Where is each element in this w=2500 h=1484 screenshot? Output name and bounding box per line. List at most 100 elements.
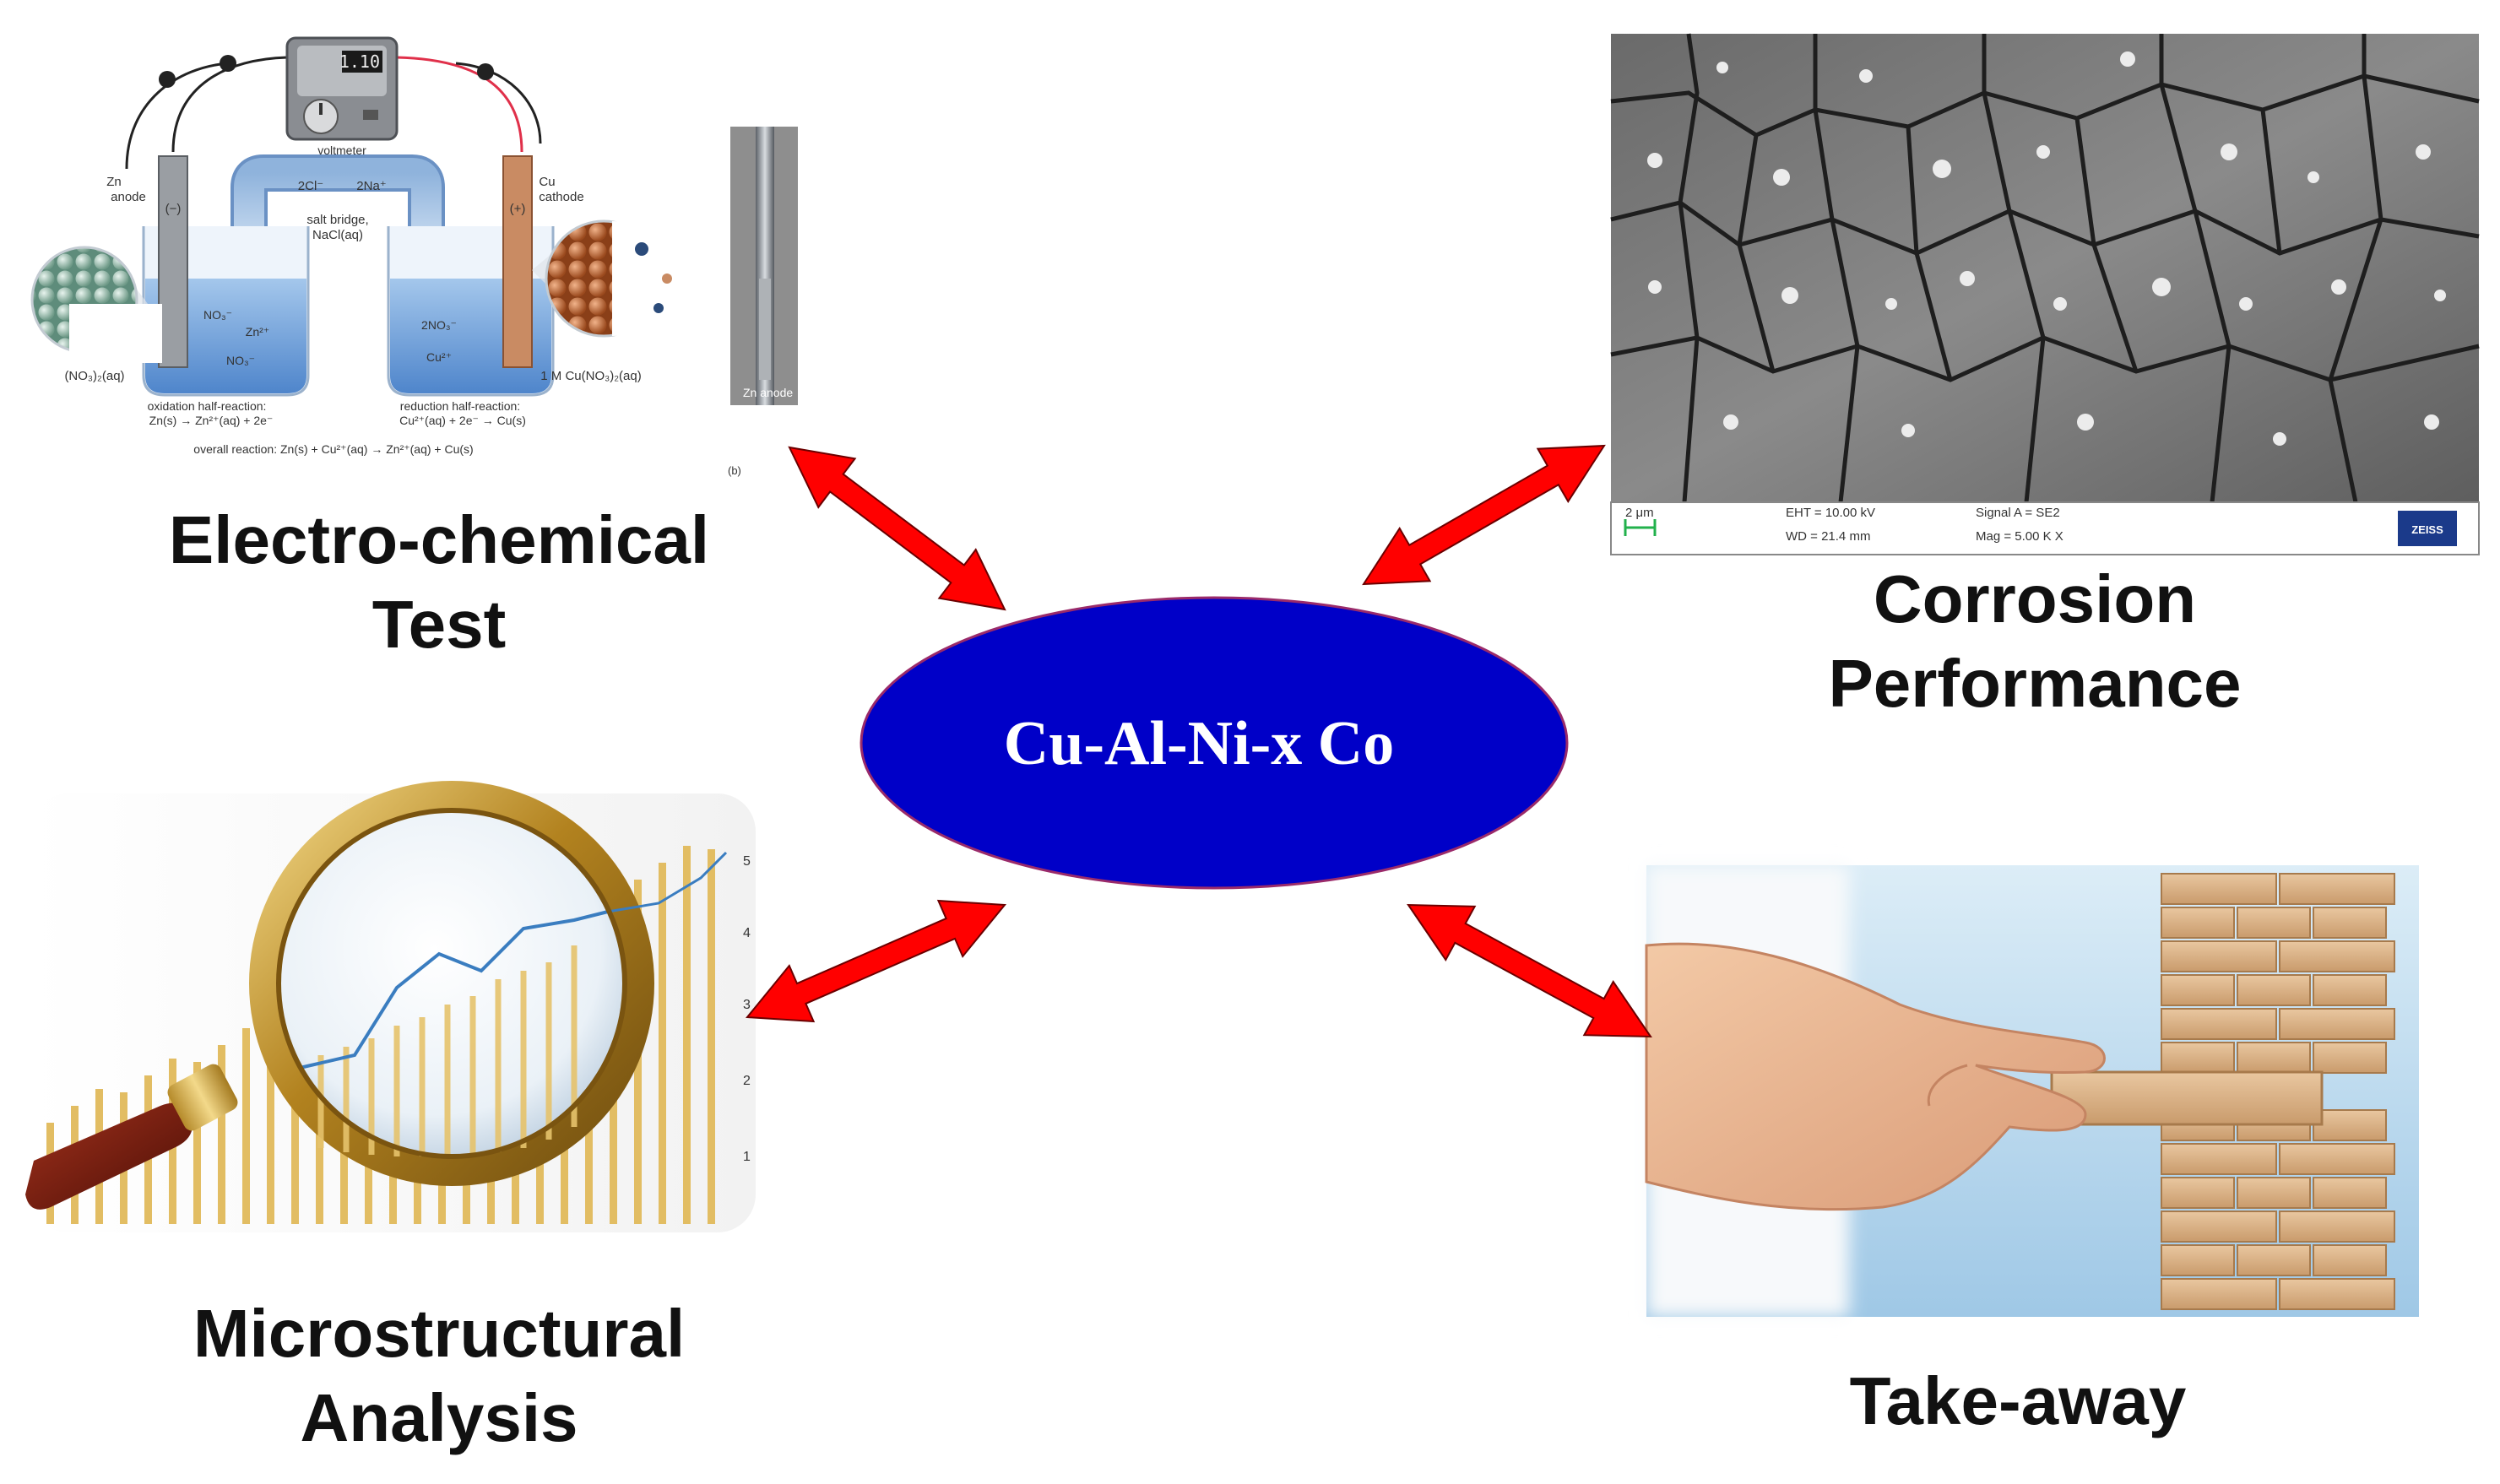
wire-left — [171, 56, 288, 153]
salt-bridge-label: salt bridge, — [306, 213, 368, 227]
svg-text:3: 3 — [743, 998, 751, 1012]
label-line: Electro-chemical — [168, 502, 710, 577]
photo-caption: Zn anode — [743, 386, 793, 399]
zeiss-logo-text: ZEISS — [2411, 523, 2443, 536]
left-solution-label: (NO₃)₂(aq) — [64, 369, 124, 383]
label-corrosion: Corrosion Performance — [1714, 557, 2356, 726]
arrow-corrosion — [1362, 444, 1606, 586]
jenga-block — [2161, 940, 2277, 972]
svg-text:5: 5 — [743, 854, 751, 869]
arrows — [745, 444, 1652, 1038]
background-bar — [218, 1045, 225, 1224]
reduction-equation: Cu²⁺(aq) + 2e⁻ → Cu(s) — [399, 414, 526, 427]
zn-anode-label: Zn — [106, 175, 122, 189]
sem-info-bar — [1610, 501, 2480, 555]
cu-cathode-label: Cu — [539, 175, 555, 189]
center-label: Cu-Al-Ni-x Co — [1004, 709, 1394, 778]
cu-cathode-label: cathode — [539, 190, 583, 204]
sem-scale-label: 2 μm — [1625, 506, 1654, 520]
electron-icon — [159, 71, 176, 88]
jenga-block — [2161, 974, 2235, 1006]
svg-text:2: 2 — [743, 1074, 751, 1088]
lens-trend-line — [299, 910, 609, 1070]
jenga-block — [2313, 1109, 2387, 1141]
jenga-block — [2279, 873, 2395, 905]
electron-icon — [220, 55, 236, 72]
sem-signal: Signal A = SE2 — [1976, 506, 2060, 520]
crack-network — [1610, 33, 2480, 503]
jenga-block — [2161, 873, 2277, 905]
background-bar — [242, 1028, 250, 1224]
jenga-block — [2313, 907, 2387, 939]
salt-bridge-label: NaCl(aq) — [312, 228, 363, 242]
jenga-block — [2161, 1278, 2277, 1310]
ion-label: NO₃⁻ — [226, 354, 255, 367]
salt-bridge-fill — [234, 158, 442, 355]
jenga-block — [2279, 1143, 2395, 1175]
label-line: Take-away — [1849, 1363, 2187, 1438]
cathode-sign: (+) — [510, 202, 526, 216]
jenga-block — [2279, 1210, 2395, 1243]
zn-anode-photo: Zn anode (b) — [728, 127, 798, 477]
jenga-block — [2313, 1042, 2387, 1074]
galvanic-cell-illustration: 1.10 voltmeter 2Cl⁻ 2Na⁺ salt bridge, Na… — [30, 36, 692, 456]
jenga-block — [2279, 940, 2395, 972]
panel-label: (b) — [728, 464, 741, 477]
oxidation-equation: Zn(s) → Zn²⁺(aq) + 2e⁻ — [149, 414, 274, 427]
label-line: Analysis — [300, 1380, 578, 1455]
label-microstructural: Microstructural Analysis — [101, 1292, 777, 1460]
jenga-block — [2279, 1278, 2395, 1310]
svg-text:4: 4 — [743, 926, 751, 940]
surface-particles — [1647, 51, 2446, 446]
jenga-block — [2313, 1177, 2387, 1209]
label-electrochemical: Electro-chemical Test — [118, 498, 760, 667]
center-node: Cu-Al-Ni-x Co — [860, 596, 1569, 890]
jenga-block — [2161, 1143, 2277, 1175]
jenga-block — [2161, 1177, 2235, 1209]
arrow-microstructural — [745, 899, 1007, 1023]
label-takeaway: Take-away — [1697, 1359, 2339, 1443]
zn-anode-label: anode — [111, 190, 146, 204]
label-line: Test — [371, 587, 507, 662]
sem-micrograph: 2 μm EHT = 10.00 kV WD = 21.4 mm Signal … — [1610, 33, 2480, 555]
jenga-block — [2161, 907, 2235, 939]
svg-text:1: 1 — [743, 1150, 751, 1164]
ion-label: NO₃⁻ — [203, 308, 232, 322]
background-bar — [267, 1032, 274, 1224]
center-ellipse — [860, 596, 1569, 890]
ion-label: Cu²⁺ — [426, 350, 452, 364]
magnifier-handle — [25, 1102, 193, 1210]
meter-reading: 1.10 — [339, 51, 380, 72]
anode-sign: (−) — [165, 202, 182, 216]
ion-label: 2Na⁺ — [356, 179, 386, 193]
electron-path-right — [455, 62, 542, 144]
background-bar — [708, 849, 715, 1224]
sem-wd: WD = 21.4 mm — [1786, 529, 1870, 544]
jenga-block — [2313, 1244, 2387, 1276]
sem-eht: EHT = 10.00 kV — [1786, 506, 1875, 520]
reduction-label: reduction half-reaction: — [400, 399, 520, 413]
magnifier-lens — [279, 810, 625, 1156]
zn-electrode — [158, 155, 188, 368]
ion-label: 2Cl⁻ — [298, 179, 323, 193]
label-line: Corrosion — [1873, 561, 2197, 636]
hand — [1645, 942, 2106, 1211]
background-bar — [193, 1062, 201, 1224]
voltmeter-label: voltmeter — [317, 144, 366, 157]
jenga-block — [2161, 1042, 2235, 1074]
arrow-electrochemical — [788, 446, 1006, 611]
electron-icon — [477, 63, 494, 80]
label-line: Performance — [1828, 646, 2242, 721]
jenga-block — [2237, 1042, 2311, 1074]
zeiss-logo — [2398, 511, 2457, 546]
sem-mag: Mag = 5.00 K X — [1976, 529, 2063, 544]
trend-line — [607, 851, 728, 913]
ion-label: Zn²⁺ — [246, 325, 269, 339]
arrow-takeaway — [1407, 903, 1652, 1038]
jenga-block — [2237, 907, 2311, 939]
label-line: Microstructural — [193, 1296, 686, 1371]
jenga-block — [2237, 1244, 2311, 1276]
ion-label: 2NO₃⁻ — [421, 318, 457, 332]
jenga-block — [2237, 1177, 2311, 1209]
